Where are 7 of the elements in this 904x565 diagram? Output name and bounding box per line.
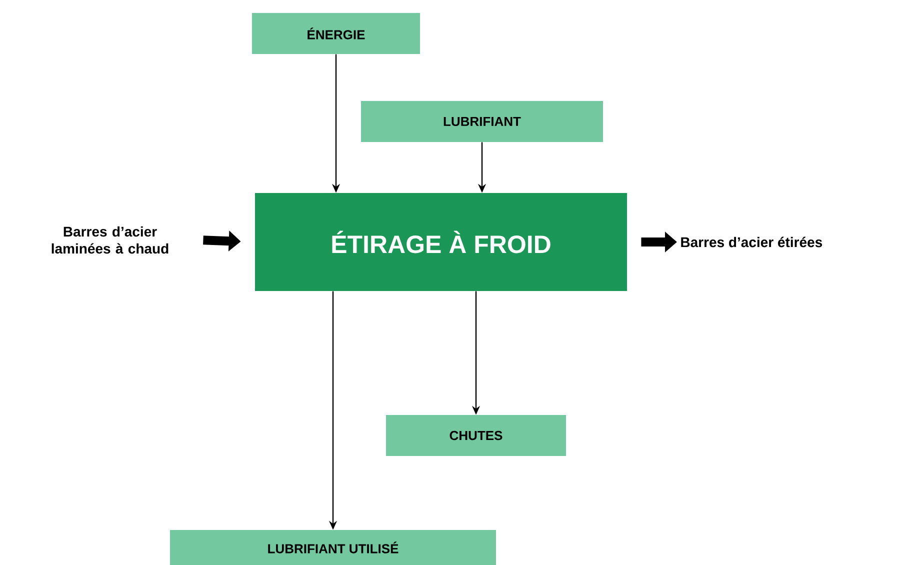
process-box: ÉNERGIE — [252, 13, 420, 54]
flow-label: Barres d’acier étirées — [681, 236, 822, 248]
process-box: LUBRIFIANT — [361, 101, 603, 142]
process-box: CHUTES — [386, 415, 566, 456]
process-box: LUBRIFIANT UTILISÉ — [170, 530, 496, 565]
flow-label: Barres d’acier laminées à chaud — [52, 226, 168, 254]
process-box: ÉTIRAGE À FROID — [255, 193, 627, 291]
